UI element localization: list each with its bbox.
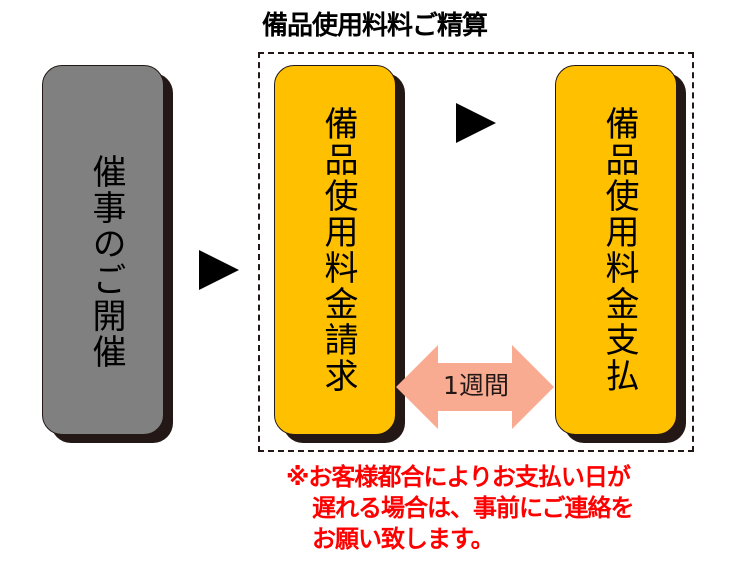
section-title: 備品使用料料ご精算 [262,11,488,41]
step-event-label: 催事のご開催 [86,154,126,370]
step-invoice-box: 備品使用料金請求 [274,65,396,435]
step-payment-label: 備品使用料金支払 [599,106,639,394]
notice-line-2: 遅れる場合は、事前にご連絡を [312,494,635,522]
notice-line-1: ※お客様都合によりお支払い日が [286,463,631,491]
step-invoice-label: 備品使用料金請求 [318,106,358,394]
double-arrow-icon [396,345,554,429]
step-event-box: 催事のご開催 [42,65,164,435]
arrow-right-icon [456,103,496,143]
arrow-right-icon [199,250,239,290]
notice-line-3: お願い致します。 [312,525,495,553]
settlement-group-frame [258,52,694,452]
interval-label: 1週間 [443,371,509,400]
notice-text: ※お客様都合によりお支払い日が 遅れる場合は、事前にご連絡を お願い致します。 [286,462,635,555]
step-payment-box: 備品使用料金支払 [555,65,677,435]
